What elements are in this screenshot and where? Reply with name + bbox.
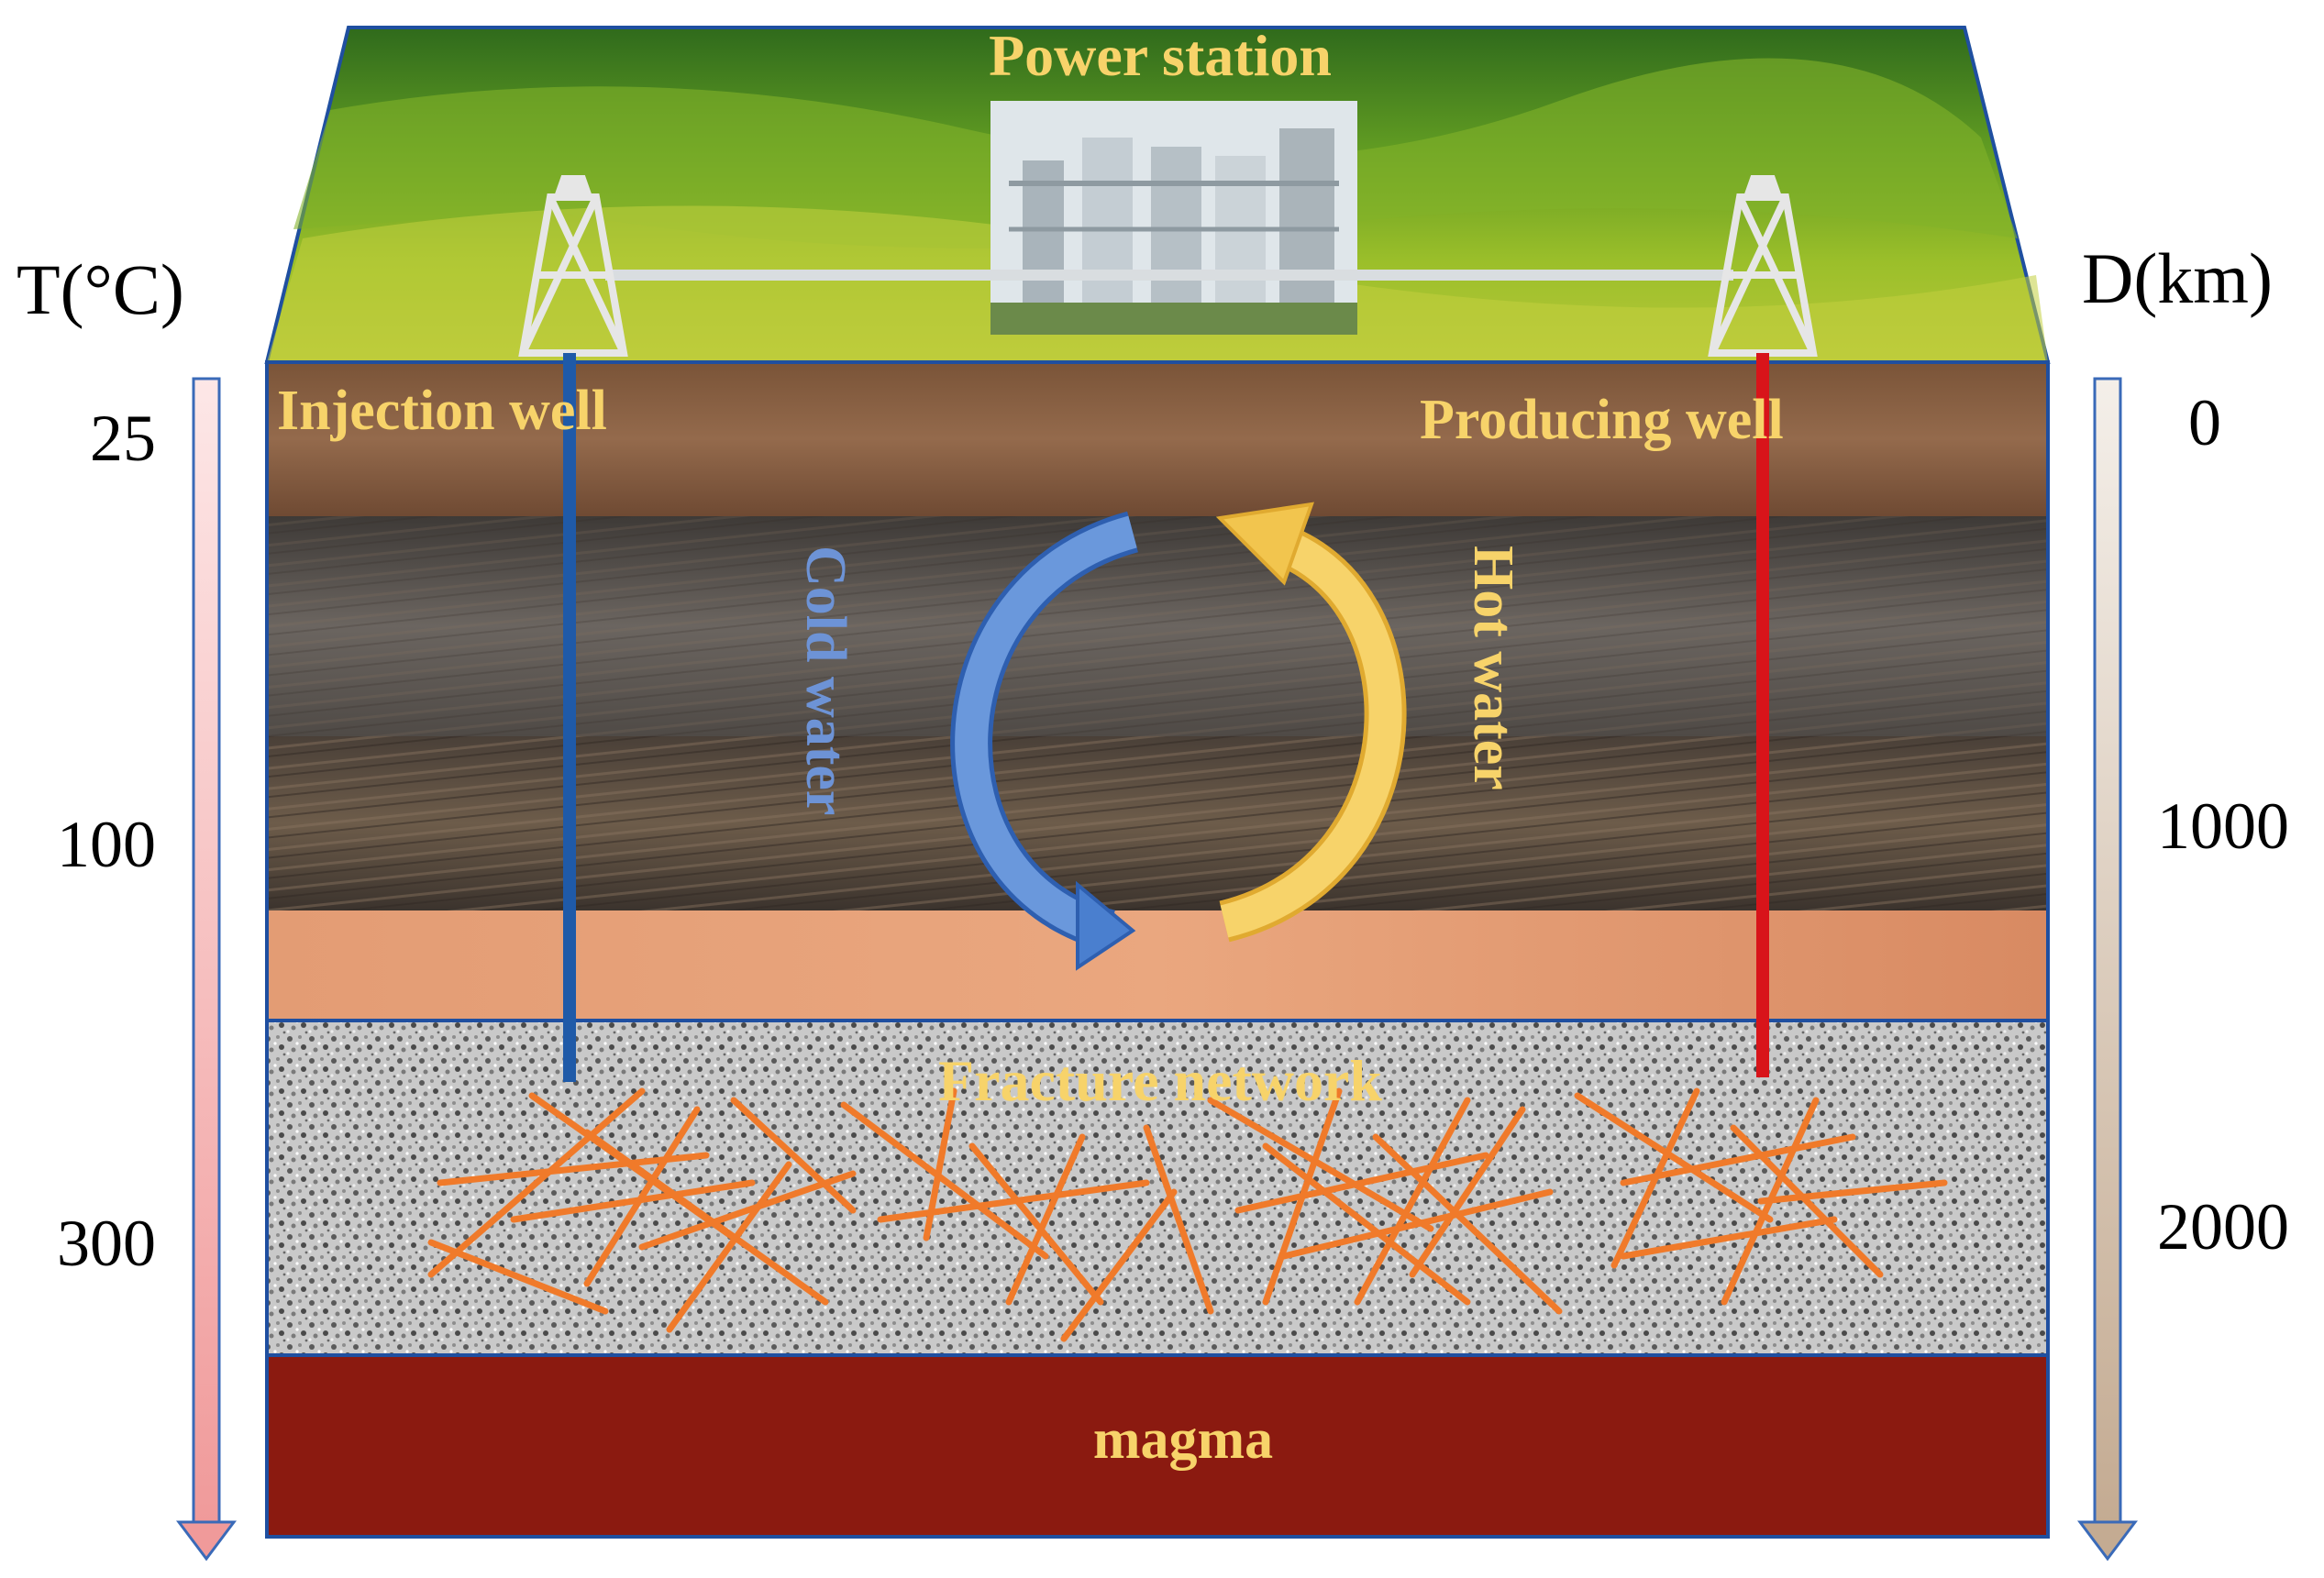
fracture-segment — [1207, 1097, 1434, 1232]
depth-tick-2: 2000 — [2157, 1190, 2289, 1264]
depth-tick-0: 0 — [2188, 386, 2221, 459]
fracture-segment — [1354, 1097, 1471, 1306]
fracture-segment — [1060, 1188, 1178, 1342]
fracture-segment — [583, 1106, 701, 1287]
fracture-segment — [1143, 1124, 1214, 1315]
depth-axis-label: D(km) — [2082, 238, 2273, 318]
fracture-segment — [1620, 1133, 1856, 1186]
temperature-axis: T(°C) 25 100 300 — [17, 249, 237, 1561]
magma-label: magma — [1093, 1408, 1273, 1471]
injection-well-label: Injection well — [277, 380, 607, 442]
fracture-segment — [1372, 1133, 1563, 1315]
fracture-segment — [427, 1239, 609, 1315]
hot-water-arrow — [1215, 502, 1407, 943]
cold-water-label: Cold water — [794, 546, 857, 815]
fracture-segment — [1757, 1179, 1948, 1205]
fracture-segment — [1005, 1133, 1086, 1306]
temperature-tick-2: 300 — [57, 1207, 156, 1280]
fracture-segment — [1730, 1124, 1884, 1278]
fracture-segment — [638, 1170, 857, 1251]
magma-layer — [265, 1353, 2050, 1539]
power-station-plant — [990, 101, 1357, 335]
sandstone-layer — [267, 910, 2048, 1021]
fracture-segment — [968, 1142, 1104, 1306]
producing-derrick-icon — [1708, 175, 1818, 357]
fracture-segment — [1234, 1152, 1489, 1214]
depth-tick-1: 1000 — [2157, 789, 2289, 863]
fracture-segment — [427, 1087, 646, 1278]
fracture-segment — [840, 1101, 1049, 1260]
injection-derrick-icon — [518, 175, 628, 357]
fracture-segment — [1262, 1142, 1471, 1306]
fracture-segment — [1620, 1216, 1838, 1260]
fracture-segment — [1409, 1106, 1526, 1278]
temperature-tick-0: 25 — [90, 402, 156, 475]
fracture-segment — [877, 1179, 1150, 1223]
temperature-axis-label: T(°C) — [17, 249, 184, 329]
fracture-segment — [583, 1129, 829, 1306]
temperature-tick-1: 100 — [57, 808, 156, 881]
fracture-segment — [510, 1179, 756, 1223]
fracture-segment — [666, 1161, 792, 1333]
fracture-segment — [1574, 1092, 1774, 1223]
producing-well-label: Producing well — [1420, 389, 1784, 451]
cold-water-arrow — [950, 511, 1139, 971]
hot-water-label: Hot water — [1462, 546, 1524, 790]
fracture-segment — [1280, 1188, 1554, 1260]
depth-axis: D(km) 0 1000 2000 — [2077, 238, 2289, 1561]
fracture-network-label: Fracture network — [938, 1048, 1382, 1113]
fracture-network — [427, 1087, 1948, 1342]
fracture-segment — [730, 1097, 857, 1214]
subsurface-layers — [265, 360, 2050, 1539]
power-station-label: Power station — [989, 23, 1332, 88]
